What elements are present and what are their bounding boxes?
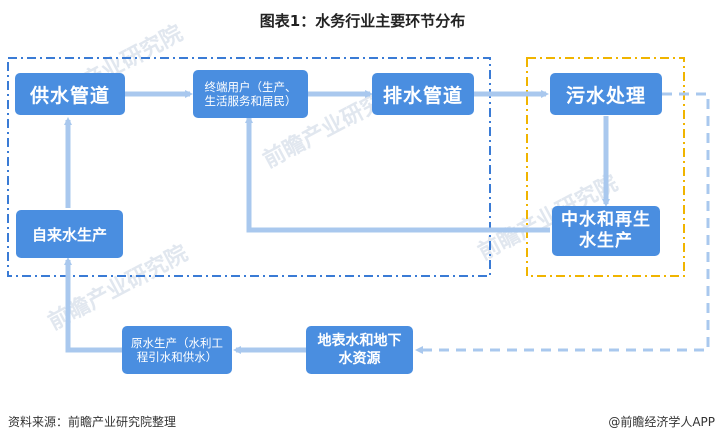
source-note: 资料来源：前瞻产业研究院整理	[8, 415, 177, 429]
sewage-treatment-frame	[526, 57, 685, 277]
brand-credit: @前瞻经济学人APP	[608, 415, 715, 429]
dashed-return-arrow	[415, 92, 710, 354]
arrow-reclaimed-to-user	[245, 115, 550, 233]
node-tap-water: 自来水生产	[16, 210, 123, 258]
node-end-user: 终端用户（生产、生活服务和居民）	[193, 70, 308, 118]
water-supply-frame	[7, 57, 491, 277]
node-surface-groundwater: 地表水和地下水资源	[306, 326, 413, 374]
arrow-raw-to-tap	[64, 257, 122, 353]
node-raw-water: 原水生产（水利工程引水和供水）	[122, 326, 232, 374]
node-sewage-treatment: 污水处理	[550, 73, 662, 115]
node-reclaimed-water: 中水和再生水生产	[552, 206, 660, 256]
diagram-title: 图表1：水务行业主要环节分布	[259, 12, 466, 30]
node-supply-pipe: 供水管道	[15, 73, 125, 115]
node-drain-pipe: 排水管道	[372, 73, 474, 115]
